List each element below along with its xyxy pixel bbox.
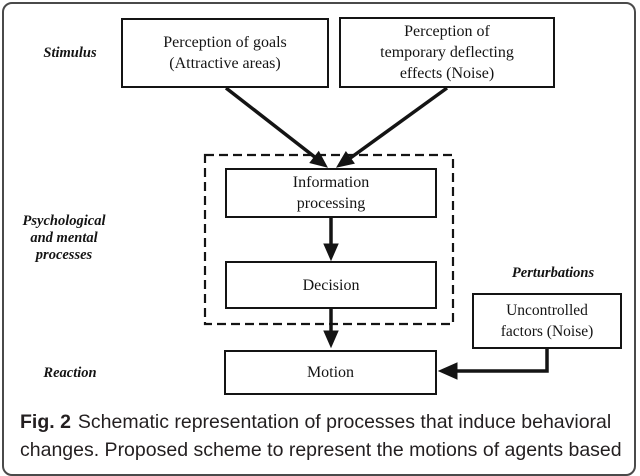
caption-line-2: changes. Proposed scheme to represent th… — [20, 439, 622, 461]
stage-label-stimulus: Stimulus — [43, 45, 97, 61]
figure-caption: Fig. 2 Schematic representation of proces… — [20, 408, 626, 464]
stage-label-perturbations: Perturbations — [511, 265, 595, 281]
box-uncontrolled-factors: Uncontrolled factors (Noise) — [472, 293, 622, 349]
box-perception-of-goals: Perception of goals (Attractive areas) — [121, 18, 329, 88]
caption-text-1: Schematic representation of processes th… — [77, 411, 612, 433]
figure-number: Fig. 2 — [20, 411, 71, 433]
stage-label-psychological-processes: Psychological and mental processes — [22, 213, 106, 263]
box-information-processing: Information processing — [225, 168, 437, 218]
stage-label-reaction: Reaction — [43, 365, 97, 381]
box-decision: Decision — [225, 261, 437, 309]
caption-line-1: Fig. 2 Schematic representation of proces… — [20, 408, 626, 436]
box-motion: Motion — [224, 350, 437, 395]
box-perception-of-deflecting-effects: Perception of temporary deflecting effec… — [339, 17, 555, 88]
